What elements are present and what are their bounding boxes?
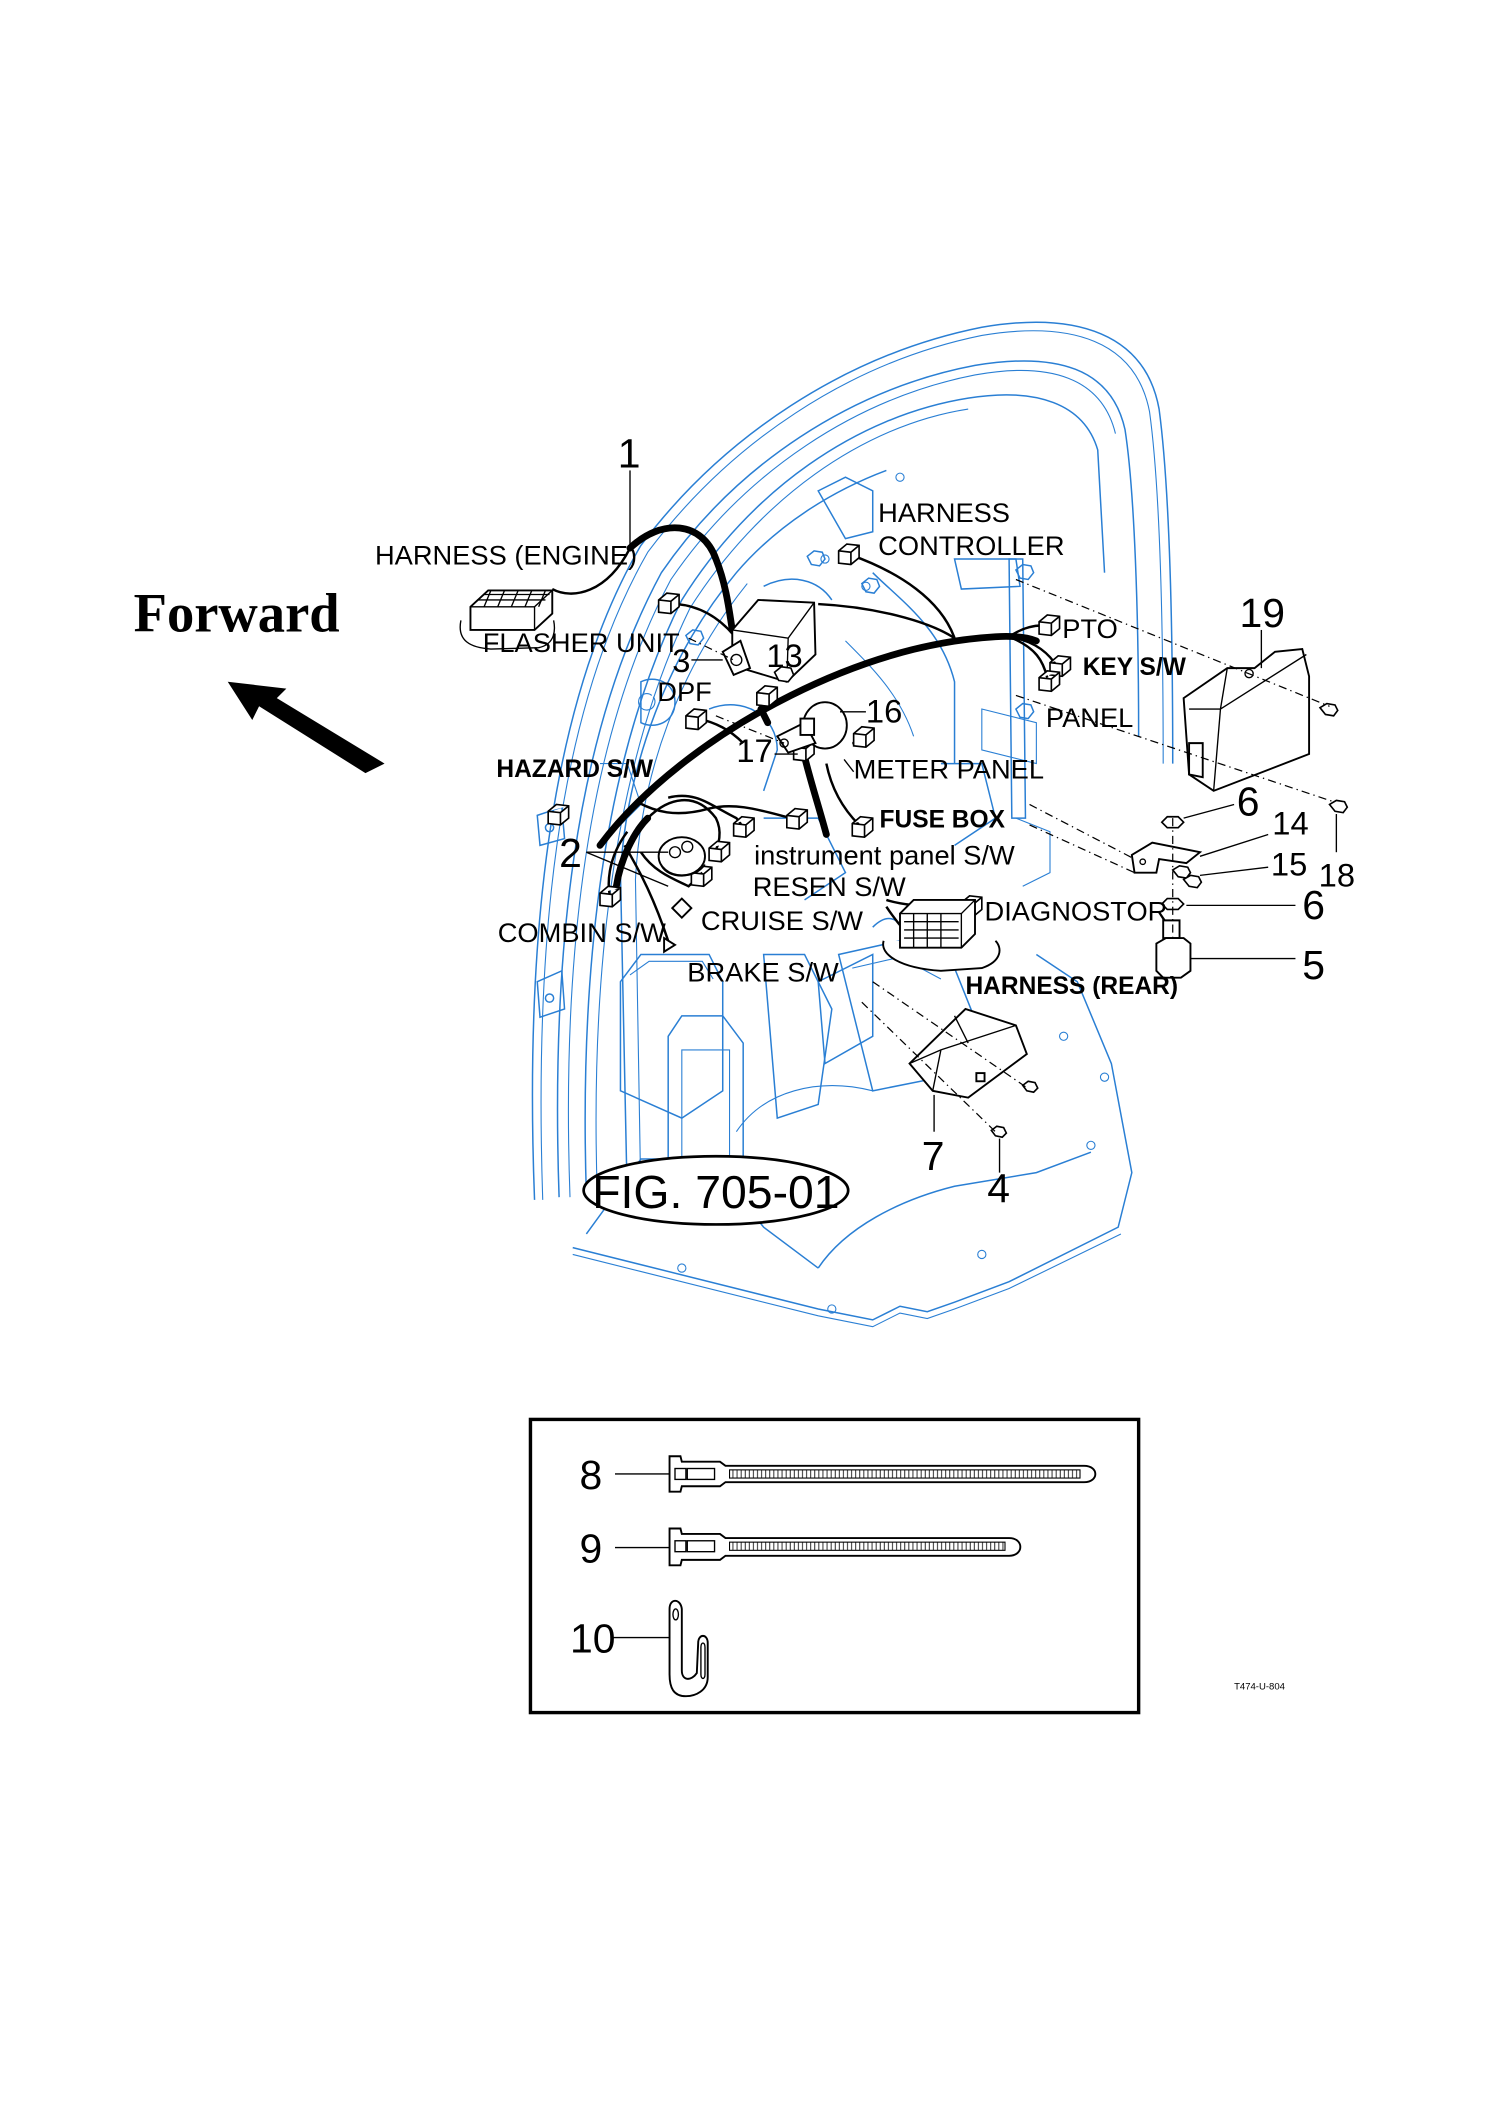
callout-13: 13 [766,637,802,674]
callout-8: 8 [580,1452,603,1498]
label-key-sw: KEY S/W [1083,654,1187,681]
callout-3: 3 [672,642,690,679]
cable-tie-short: 9 [580,1526,1022,1572]
wire-clip: 10 [570,1599,709,1698]
label-harness-engine: HARNESS (ENGINE) [375,539,637,570]
connector-cubes [547,543,1072,918]
cab-frame-outline [531,321,1174,1328]
callout-9: 9 [580,1526,603,1572]
label-harness-rear: HARNESS (REAR) [965,973,1178,1000]
label-resen-sw: RESEN S/W [753,871,906,902]
label-diagnostor: DIAGNOSTOR [985,895,1168,926]
harness-engine-connector [459,589,556,650]
callout-6-top: 6 [1237,778,1260,824]
combination-switch [657,836,706,877]
leader-lines [586,470,1338,1173]
label-combin-sw: COMBIN S/W [498,917,666,948]
forward-label: Forward [134,582,340,643]
callout-16: 16 [866,693,902,730]
label-panel: PANEL [1046,702,1133,733]
callout-4: 4 [987,1166,1010,1212]
callout-19: 19 [1240,590,1285,636]
callout-2: 2 [559,830,582,876]
label-instrument-panel-sw: instrument panel S/W [754,839,1015,870]
callout-14: 14 [1272,804,1308,841]
callout-7: 7 [922,1133,945,1179]
brake-switch-connector [670,897,693,919]
controller-box [1182,648,1349,814]
connectors [459,543,1072,972]
drawing-code: T474-U-804 [1234,1681,1286,1692]
callout-18: 18 [1319,856,1355,893]
flasher-unit [721,598,817,683]
harness-rear-connector [882,898,1001,972]
callout-15: 15 [1271,845,1307,882]
forward-arrow-icon [227,681,385,774]
callout-6-bottom: 6 [1302,882,1325,928]
label-fuse-box: FUSE BOX [880,807,1006,834]
callout-1: 1 [618,431,641,477]
forward-indicator: Forward [134,582,385,774]
cable-tie-long: 8 [580,1452,1097,1498]
label-hazard-sw: HAZARD S/W [496,756,654,783]
parts [721,598,1349,1139]
brake-switch-pointer [663,936,677,954]
label-brake-sw: BRAKE S/W [687,957,839,988]
callout-5: 5 [1302,942,1325,988]
fuse-box-cover [908,1007,1039,1139]
label-pto: PTO [1062,613,1118,644]
callout-10: 10 [570,1616,615,1662]
callout-17: 17 [736,732,772,769]
label-cruise-sw: CRUISE S/W [701,905,863,936]
callout-numbers: 1 3 13 16 17 2 19 6 14 15 18 6 5 7 4 [559,431,1355,1212]
inset-box: 8 9 10 T474-U-804 [528,1417,1286,1715]
figure-title-badge: FIG. 705-01 [582,1154,850,1226]
label-harness-controller-line2: CONTROLLER [878,530,1064,561]
label-dpf: DPF [657,676,712,707]
component-labels: HARNESS (ENGINE) HARNESS CONTROLLER FLAS… [375,497,1187,1000]
relay [775,701,848,754]
label-harness-controller-line1: HARNESS [878,497,1010,528]
label-flasher-unit: FLASHER UNIT [483,627,680,658]
bracket-assembly [1130,815,1203,979]
figure-title: FIG. 705-01 [592,1166,839,1218]
label-meter-panel: METER PANEL [854,754,1044,785]
assembly-lines [688,578,1334,1133]
